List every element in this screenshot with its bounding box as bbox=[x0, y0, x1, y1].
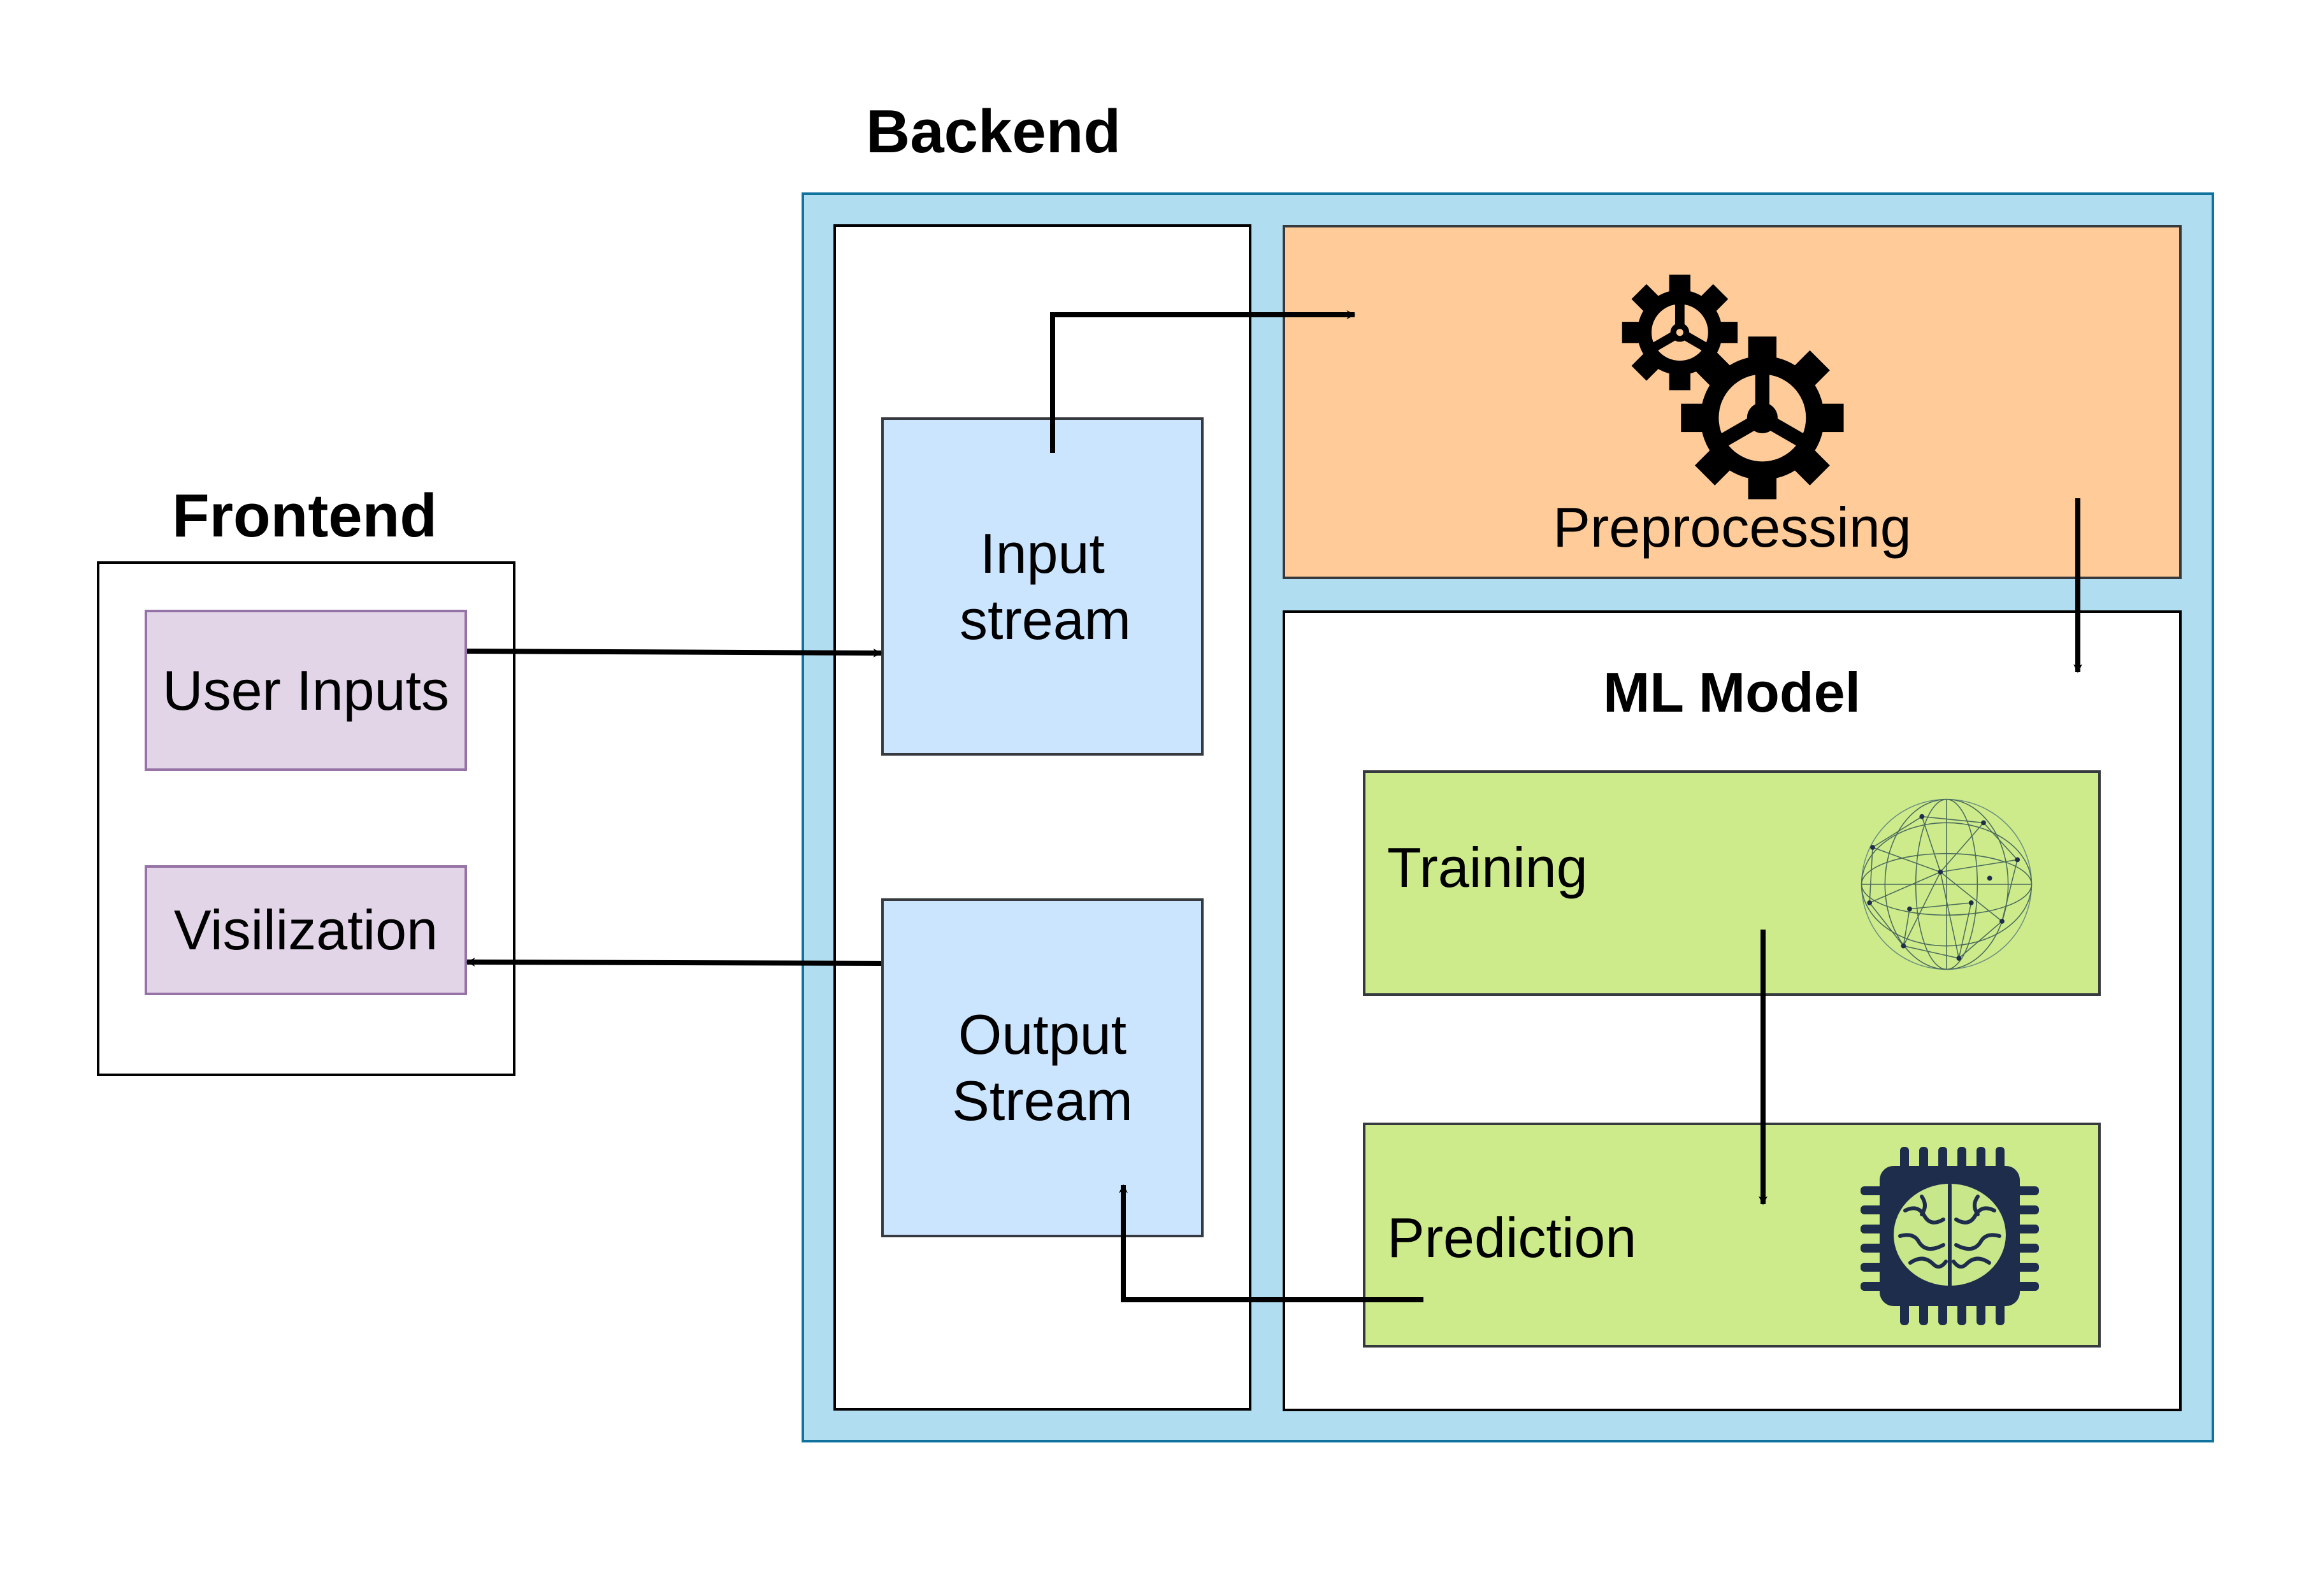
arrow-input-stream-to-preprocessing bbox=[1050, 310, 1356, 453]
preprocessing-label: Preprocessing bbox=[1553, 496, 1912, 559]
output-stream-box[interactable]: Output Stream bbox=[881, 898, 1204, 1237]
arrow-prediction-to-output-stream bbox=[1119, 1184, 1423, 1302]
frontend-title: Frontend bbox=[172, 482, 437, 550]
prediction-label: Prediction bbox=[1387, 1206, 1637, 1269]
ml-model-title: ML Model bbox=[1602, 661, 1861, 724]
arrow-user-inputs-to-input-stream bbox=[466, 648, 882, 658]
input-stream-label: Input stream bbox=[960, 521, 1131, 651]
user-inputs-box[interactable]: User Inputs bbox=[145, 610, 467, 771]
brain-chip-icon bbox=[1861, 1147, 2039, 1325]
network-globe-icon bbox=[1861, 798, 2033, 970]
output-stream-label: Output Stream bbox=[952, 1003, 1133, 1132]
gears-icon bbox=[1622, 275, 1844, 500]
backend-title: Backend bbox=[865, 97, 1121, 166]
visualization-box[interactable]: Visilization bbox=[145, 865, 467, 995]
input-stream-box[interactable]: Input stream bbox=[881, 417, 1204, 756]
arrow-output-stream-to-visualization bbox=[466, 958, 882, 967]
training-label: Training bbox=[1387, 836, 1588, 899]
